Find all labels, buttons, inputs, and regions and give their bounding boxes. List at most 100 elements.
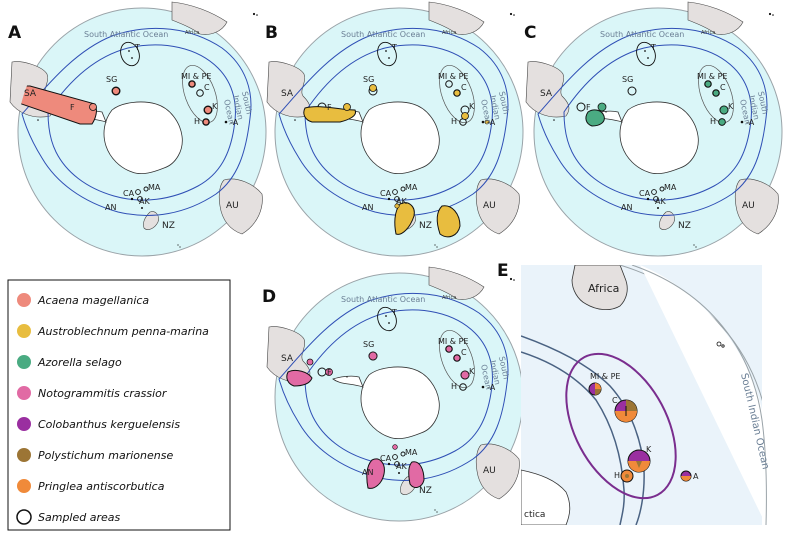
- map-label-ak: AK: [655, 197, 666, 206]
- panel-b-distribution: [303, 106, 461, 238]
- legend-label: Pringlea antiscorbutica: [38, 480, 165, 493]
- map-label-t: T: [391, 308, 397, 317]
- map-label-a: -A: [230, 118, 239, 127]
- map-label-ca: CA: [123, 189, 135, 198]
- map-label-africa: Africa: [701, 30, 715, 36]
- panel-a-sites: [89, 80, 212, 126]
- map-label-ak: AK: [139, 197, 150, 206]
- map-label-south-atlantic: South Atlantic Ocean: [341, 295, 425, 304]
- map-label-c: C: [720, 83, 726, 92]
- map-label-f: F: [327, 103, 332, 112]
- map-label-mipe: MI & PE: [697, 72, 727, 81]
- map-label-an: AN: [621, 203, 632, 212]
- map-label-nz: NZ: [678, 221, 691, 231]
- map-label-nz: NZ: [419, 486, 432, 496]
- map-label-ma: MA: [148, 183, 161, 192]
- map-label-ma: MA: [405, 183, 418, 192]
- map-label-a: -A: [487, 118, 496, 127]
- panel-a: [9, 1, 267, 257]
- map-label-ca: CA: [639, 189, 651, 198]
- map-label-a: -A: [746, 118, 755, 127]
- panel-c-letter: C: [524, 23, 536, 43]
- map-label-sg: SG: [106, 75, 117, 84]
- legend-swatch: [17, 324, 31, 338]
- map-label-ak: AK: [396, 462, 407, 471]
- map-label-ak: AK: [396, 197, 407, 206]
- inset-site-mipe: [588, 382, 602, 396]
- map-label-sg: SG: [622, 75, 633, 84]
- panel-a-letter: A: [8, 23, 22, 43]
- panel-c-sites: [597, 80, 729, 126]
- map-label-f: F: [586, 103, 591, 112]
- panel-e: Africa MI & PE C K H A ctica South India…: [497, 261, 777, 525]
- map-label-c: C: [461, 348, 467, 357]
- map-label-f: F: [70, 103, 75, 112]
- legend-label: Azorella selago: [37, 356, 122, 369]
- panel-e-letter: E: [497, 261, 509, 281]
- map-label-t: T: [391, 43, 397, 52]
- map-label-an: AN: [362, 203, 373, 212]
- inset-site-c: [614, 399, 638, 423]
- panel-d-distribution: [286, 369, 425, 489]
- map-label-nz: NZ: [419, 221, 432, 231]
- panel-d-letter: D: [262, 287, 276, 307]
- map-label-t: T: [650, 43, 656, 52]
- map-label-k: K: [212, 102, 218, 111]
- inset-label-africa: Africa: [588, 282, 619, 295]
- inset-antarctica: [521, 469, 571, 525]
- inset-label-k: K: [646, 445, 652, 454]
- legend-swatch: [17, 386, 31, 400]
- map-label-africa: Africa: [185, 30, 199, 36]
- legend-label: Polystichum marionense: [38, 449, 173, 462]
- panel-d: [266, 266, 524, 522]
- map-label-h: H: [451, 382, 457, 391]
- map-label-mipe: MI & PE: [438, 337, 468, 346]
- map-label-sa: SA: [281, 89, 294, 99]
- map-label-t: T: [134, 43, 140, 52]
- legend-swatch: [17, 355, 31, 369]
- map-label-c: C: [461, 83, 467, 92]
- legend-label: Acaena magellanica: [37, 294, 149, 307]
- map-label-c: C: [204, 83, 210, 92]
- map-label-an: AN: [105, 203, 116, 212]
- map-label-ca: CA: [380, 189, 392, 198]
- map-label-sg: SG: [363, 340, 374, 349]
- map-label-africa: Africa: [442, 30, 456, 36]
- map-label-au: AU: [226, 201, 239, 211]
- panel-c: [525, 1, 783, 257]
- legend-swatch: [17, 479, 31, 493]
- map-label-h: H: [710, 117, 716, 126]
- map-label-mipe: MI & PE: [181, 72, 211, 81]
- map-label-mipe: MI & PE: [438, 72, 468, 81]
- map-label-south-atlantic: South Atlantic Ocean: [84, 30, 168, 39]
- map-label-an: AN: [362, 468, 373, 477]
- inset-label-mipe: MI & PE: [590, 372, 620, 381]
- legend-label: Notogrammitis crassior: [38, 387, 168, 400]
- map-label-k: K: [469, 102, 475, 111]
- map-label-a: -A: [487, 383, 496, 392]
- inset-site-k: [627, 449, 651, 473]
- map-label-k: K: [469, 367, 475, 376]
- panel-b-sites: [343, 84, 490, 209]
- inset-africa: [571, 265, 628, 310]
- legend-swatch: [17, 293, 31, 307]
- map-label-f: F: [327, 368, 332, 377]
- legend-label: Colobanthus kerguelensis: [38, 418, 180, 431]
- map-label-ca: CA: [380, 454, 392, 463]
- inset-ellipse: [565, 352, 677, 500]
- map-label-ma: MA: [664, 183, 677, 192]
- inset-label-h: H: [614, 471, 620, 480]
- inset-label-antarctica: ctica: [524, 510, 545, 520]
- map-label-h: H: [451, 117, 457, 126]
- inset-label-a: A: [693, 472, 699, 481]
- map-label-south-atlantic: South Atlantic Ocean: [600, 30, 684, 39]
- inset-site-h: [620, 469, 634, 483]
- map-label-sg: SG: [363, 75, 374, 84]
- panel-c-distribution: [585, 109, 605, 127]
- map-label-au: AU: [483, 466, 496, 476]
